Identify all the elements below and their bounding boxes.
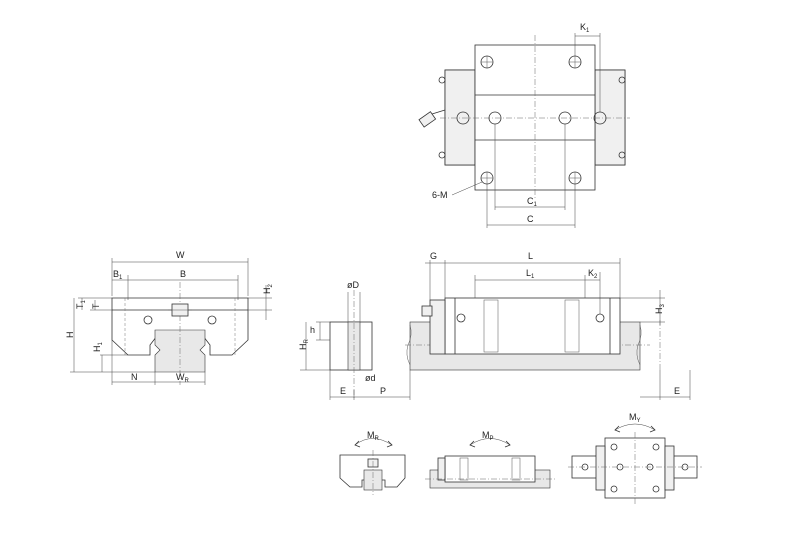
label-h2: H2 — [262, 284, 274, 295]
label-c1: C1 — [527, 196, 538, 208]
moment-my: MY — [568, 412, 702, 505]
moment-mp: MP — [425, 430, 555, 489]
label-mp: MP — [482, 430, 494, 442]
label-t1: T1 — [75, 300, 87, 310]
label-l1: L1 — [526, 268, 535, 280]
label-wr: WR — [176, 372, 190, 384]
label-n: N — [131, 372, 138, 382]
label-g: G — [430, 251, 437, 261]
label-hr: HR — [298, 339, 310, 351]
label-b: B — [180, 269, 186, 279]
label-h-small: h — [310, 325, 315, 335]
grease-nipple-icon — [418, 109, 446, 128]
label-e-right: E — [674, 386, 680, 396]
label-c: C — [527, 214, 534, 224]
moment-mr: MR — [339, 430, 406, 495]
front-view: W B1 B T1 T H H1 H2 N WR — [65, 250, 274, 385]
label-e-left: E — [340, 386, 346, 396]
side-view: øD ød h HR E P G L L1 K2 — [298, 251, 691, 400]
label-p: P — [380, 386, 386, 396]
label-w: W — [176, 250, 185, 260]
label-b1: B1 — [113, 269, 123, 281]
label-h: H — [65, 332, 75, 339]
label-h3: H3 — [654, 304, 666, 315]
label-k2: K2 — [588, 268, 598, 280]
label-phi-d-small: ød — [365, 373, 376, 383]
label-l: L — [528, 251, 533, 261]
label-my: MY — [629, 412, 641, 424]
label-t: T — [91, 303, 101, 309]
label-h1: H1 — [92, 342, 104, 353]
label-mr: MR — [367, 430, 380, 442]
label-6m: 6-M — [432, 190, 448, 200]
label-phi-d-large: øD — [347, 280, 359, 290]
label-k1: K1 — [580, 22, 590, 34]
top-view: K1 C1 C 6-M — [418, 22, 630, 228]
